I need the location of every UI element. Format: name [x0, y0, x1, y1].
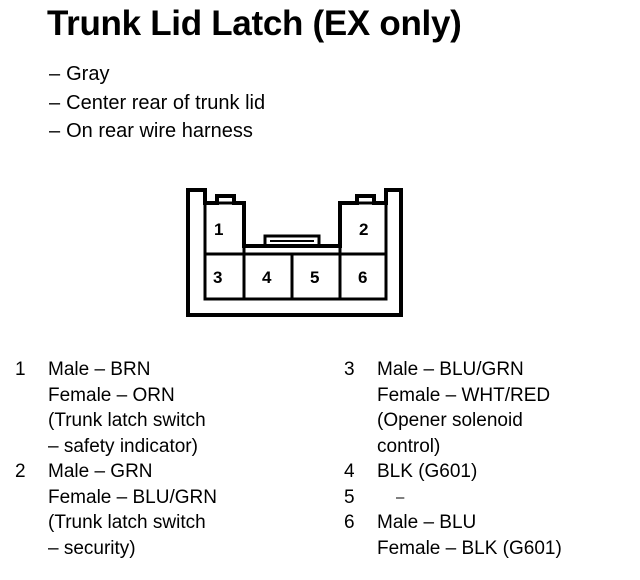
- pin-label-1: 1: [214, 220, 223, 239]
- pin-number: 3: [344, 359, 355, 380]
- page-title: Trunk Lid Latch (EX only): [47, 4, 462, 43]
- note-text: Center rear of trunk lid: [66, 91, 266, 114]
- legend-line: Female – BLU/GRN: [48, 486, 217, 508]
- note-dash: –: [49, 91, 61, 114]
- note-color: –Gray: [49, 60, 265, 89]
- legend-line: Female – ORN: [48, 384, 175, 406]
- legend-line: – security): [48, 537, 136, 559]
- pin-number: 5: [344, 486, 355, 508]
- note-text: On rear wire harness: [66, 120, 253, 142]
- legend-left-column: 1 Male – BRN Female – ORN (Trunk latch s…: [15, 357, 217, 561]
- pin-label-2: 2: [359, 220, 368, 239]
- legend-line: (Trunk latch switch: [48, 512, 206, 533]
- pin-cavity-1: [203, 201, 246, 256]
- note-text: Gray: [66, 63, 110, 85]
- pin-cavity-row: [203, 252, 388, 301]
- legend-line: Male – BRN: [48, 359, 151, 380]
- legend-entry-pin-1: 1 Male – BRN Female – ORN (Trunk latch s…: [15, 357, 217, 459]
- pin-label-4: 4: [262, 268, 272, 287]
- legend-line: Male – GRN: [48, 461, 153, 482]
- legend-line: Male – BLU: [377, 512, 477, 533]
- pin-label-6: 6: [358, 268, 367, 287]
- legend-line: –: [396, 488, 405, 506]
- legend-line: control): [377, 435, 441, 457]
- legend-line: (Opener solenoid: [377, 410, 523, 431]
- legend-line: (Trunk latch switch: [48, 410, 206, 431]
- legend-line: – safety indicator): [48, 435, 198, 457]
- note-location: –Center rear of trunk lid: [49, 89, 265, 118]
- note-dash: –: [49, 120, 61, 142]
- legend-entry-pin-4: 4 BLK (G601): [344, 459, 562, 485]
- locking-tab: [263, 234, 321, 248]
- pin-number: 6: [344, 512, 355, 533]
- pin-number: 2: [15, 461, 26, 482]
- legend-right-column: 3 Male – BLU/GRN Female – WHT/RED (Opene…: [344, 357, 562, 561]
- pin-label-3: 3: [213, 268, 222, 287]
- legend-entry-pin-2: 2 Male – GRN Female – BLU/GRN (Trunk lat…: [15, 459, 217, 561]
- legend-line: Female – BLK (G601): [377, 537, 562, 559]
- legend-line: Male – BLU/GRN: [377, 359, 524, 380]
- legend-entry-pin-3: 3 Male – BLU/GRN Female – WHT/RED (Opene…: [344, 357, 562, 459]
- legend-line: BLK (G601): [377, 461, 478, 482]
- note-dash: –: [49, 63, 61, 85]
- pin-label-5: 5: [310, 268, 319, 287]
- legend-entry-pin-6: 6 Male – BLU Female – BLK (G601): [344, 510, 562, 561]
- legend-entry-pin-5: 5 –: [344, 485, 562, 511]
- pin-number: 1: [15, 359, 26, 380]
- note-harness: –On rear wire harness: [49, 117, 265, 146]
- connector-notes: –Gray –Center rear of trunk lid –On rear…: [49, 60, 265, 146]
- pin-number: 4: [344, 461, 355, 482]
- legend-line: Female – WHT/RED: [377, 384, 551, 406]
